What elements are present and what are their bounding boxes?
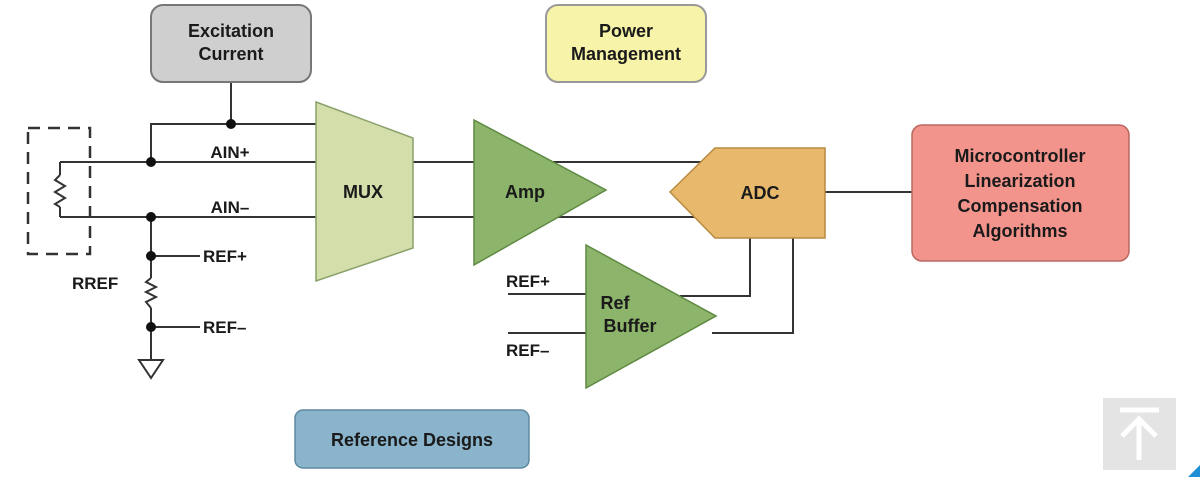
adc-block[interactable]: ADC: [668, 147, 826, 239]
junction-dot: [146, 322, 156, 332]
arrow-up-icon: [1120, 407, 1159, 460]
ain-minus-label: AIN–: [211, 198, 250, 217]
excitation-current-box: [150, 4, 312, 83]
microcontroller-block[interactable]: Microcontroller Linearization Compensati…: [911, 124, 1130, 262]
buffer-adc-wire-1: [680, 238, 751, 297]
mux-label: MUX: [343, 182, 383, 202]
rref-resistor-icon: [143, 277, 159, 309]
corner-accent: [1188, 465, 1200, 477]
junction-dot: [146, 157, 156, 167]
ref-buffer-shape: [585, 243, 718, 390]
excitation-current-line2: Current: [198, 44, 263, 64]
reference-designs-block[interactable]: Reference Designs: [294, 409, 530, 469]
excitation-current-line1: Excitation: [188, 21, 274, 41]
power-management-line1: Power: [599, 21, 653, 41]
microcontroller-box: [911, 124, 1130, 262]
wires: [92, 82, 912, 360]
ain-plus-label: AIN+: [210, 143, 249, 162]
mux-shape: [315, 100, 414, 283]
junction-dot: [226, 119, 236, 129]
ground-icon: [137, 359, 165, 380]
sensor: [26, 126, 92, 256]
ref-plus-label: REF+: [203, 247, 247, 266]
microcontroller-line2: Linearization: [964, 171, 1075, 191]
microcontroller-line4: Algorithms: [972, 221, 1067, 241]
buffer-ref-minus-label: REF–: [506, 341, 549, 360]
amp-shape: [473, 118, 608, 267]
scroll-to-top-button[interactable]: [1103, 398, 1176, 470]
power-management-line2: Management: [571, 44, 681, 64]
sensor-outline: [26, 126, 92, 256]
microcontroller-line1: Microcontroller: [954, 146, 1085, 166]
buffer-adc-wire-2: [712, 238, 794, 334]
excitation-current-block[interactable]: Excitation Current: [150, 4, 312, 83]
ref-buffer-block[interactable]: Ref Buffer: [585, 243, 718, 390]
amp-label: Amp: [505, 182, 545, 202]
power-management-box: [545, 4, 707, 83]
mux-block[interactable]: MUX: [315, 100, 414, 283]
buffer-ref-plus-label: REF+: [506, 272, 550, 291]
adc-shape: [668, 147, 826, 239]
junction-dot: [146, 212, 156, 222]
adc-label: ADC: [741, 183, 780, 203]
microcontroller-line3: Compensation: [957, 196, 1082, 216]
ref-buffer-line1: Ref: [600, 293, 630, 313]
amp-block[interactable]: Amp: [473, 118, 608, 267]
power-management-block[interactable]: Power Management: [545, 4, 707, 83]
excitation-rail-wire: [150, 123, 316, 162]
junctions: [146, 119, 236, 332]
reference-designs-box: [294, 409, 530, 469]
ref-buffer-line2: Buffer: [604, 316, 657, 336]
reference-designs-label: Reference Designs: [331, 430, 493, 450]
ref-minus-label: REF–: [203, 318, 246, 337]
junction-dot: [146, 251, 156, 261]
sensor-resistor-icon: [53, 174, 67, 208]
rref-label: RREF: [72, 274, 118, 293]
